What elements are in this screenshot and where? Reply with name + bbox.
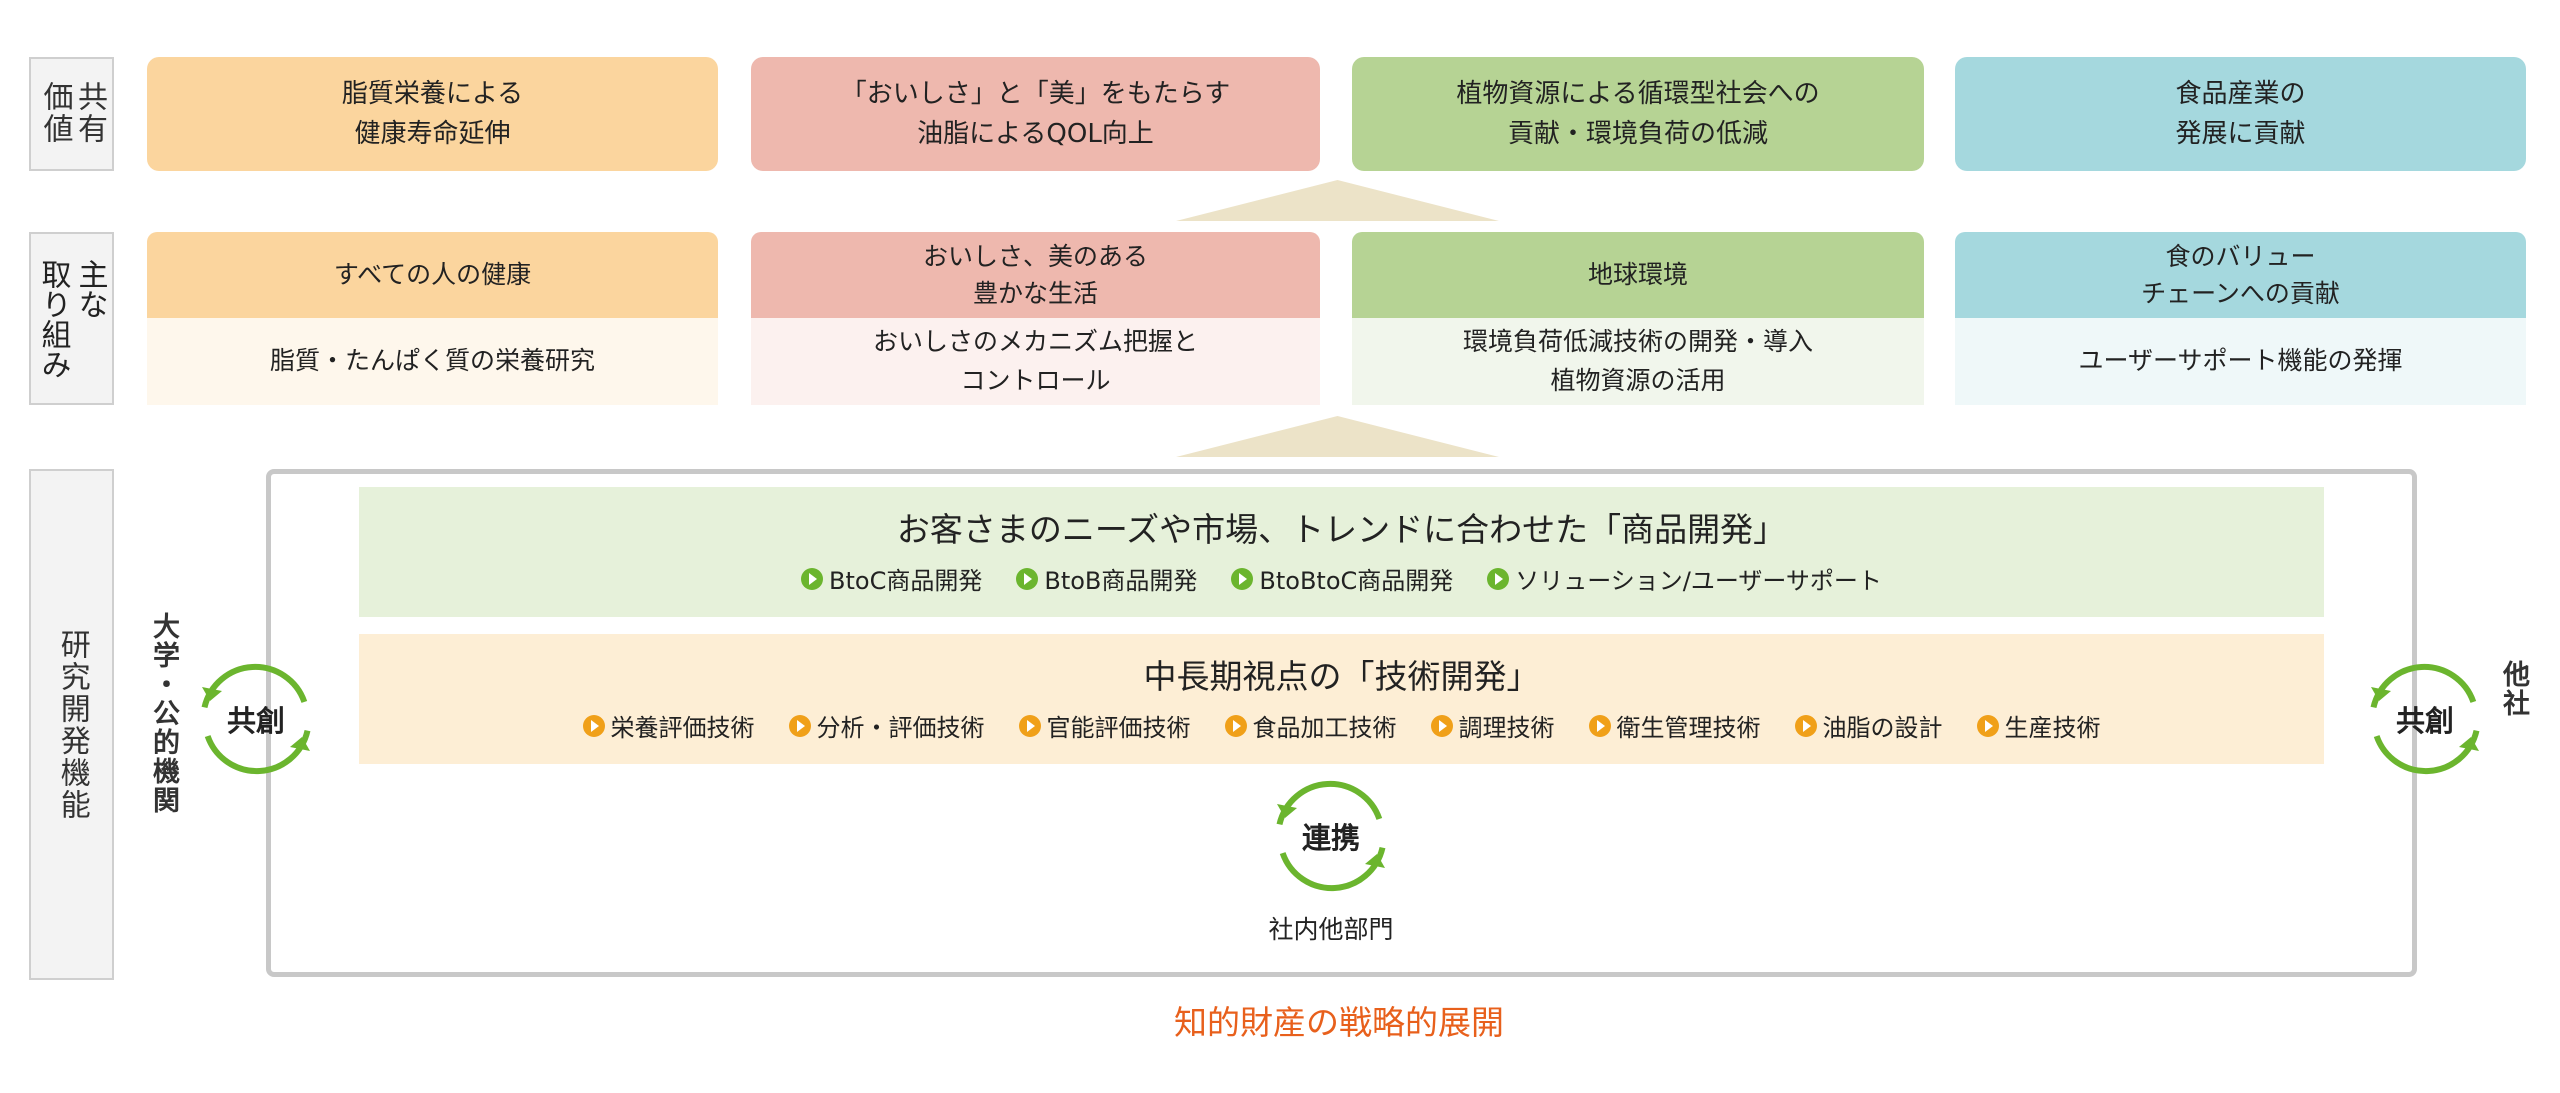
capability-label: 栄養評価技術 bbox=[610, 714, 755, 742]
capability-label: BtoC商品開発 bbox=[829, 567, 983, 595]
play-bullet-icon bbox=[582, 714, 605, 737]
capability-label: BtoB商品開発 bbox=[1044, 567, 1198, 595]
play-bullet-icon bbox=[1976, 714, 1999, 737]
cycle-arrows-icon bbox=[2370, 663, 2480, 775]
play-bullet-icon bbox=[788, 714, 811, 737]
partner-university: 大学・公的機関 bbox=[148, 612, 180, 815]
capability-label: 生産技術 bbox=[2004, 714, 2101, 742]
capability-label: ソリューション/ユーザーサポート bbox=[1515, 567, 1882, 595]
initiative-detail: ユーザーサポート機能の発揮 bbox=[1955, 318, 2526, 405]
capability-item: BtoB商品開発 bbox=[1016, 561, 1197, 596]
arrow-up-triangle bbox=[1176, 180, 1499, 221]
capability-item: BtoBtoC商品開発 bbox=[1231, 561, 1453, 596]
shared-value-card: 「おいしさ」と「美」をもたらす 油脂によるQOL向上 bbox=[751, 57, 1320, 171]
cycle-right: 共創 bbox=[2363, 657, 2487, 781]
capability-item: 油脂の設計 bbox=[1794, 708, 1943, 743]
play-bullet-icon bbox=[1016, 567, 1039, 590]
capability-item: 生産技術 bbox=[1976, 708, 2101, 743]
play-bullet-icon bbox=[801, 567, 824, 590]
cycle-arrows-icon bbox=[201, 663, 311, 775]
initiative-detail: 環境負荷低減技術の開発・導入 植物資源の活用 bbox=[1352, 318, 1924, 405]
play-bullet-icon bbox=[1487, 567, 1510, 590]
row-label-text: 主な bbox=[72, 258, 108, 319]
capability-item: 分析・評価技術 bbox=[788, 708, 985, 743]
play-bullet-icon bbox=[1018, 714, 1041, 737]
initiative-detail: 脂質・たんぱく質の栄養研究 bbox=[147, 318, 718, 405]
initiative-title: 地球環境 bbox=[1352, 232, 1924, 318]
play-bullet-icon bbox=[1588, 714, 1611, 737]
cycle-label: 連携 bbox=[1301, 821, 1360, 855]
capability-label: 調理技術 bbox=[1458, 714, 1555, 742]
row-label-text: 共有価値 bbox=[37, 81, 108, 145]
shared-value-text: 植物資源による循環型社会への 貢献・環境負荷の低減 bbox=[1456, 78, 1820, 149]
capability-label: BtoBtoC商品開発 bbox=[1259, 567, 1454, 595]
capability-item: 衛生管理技術 bbox=[1588, 708, 1761, 743]
initiative-title: 食のバリュー チェーンへの貢献 bbox=[1955, 232, 2526, 318]
shared-value-card: 食品産業の 発展に貢献 bbox=[1955, 57, 2526, 171]
row-label-text: 研究開発機能 bbox=[54, 628, 90, 821]
shared-value-text: 脂質栄養による 健康寿命延伸 bbox=[341, 78, 524, 149]
initiative-title: すべての人の健康 bbox=[147, 232, 718, 318]
row-label-shared-value: 共有価値 bbox=[29, 57, 114, 171]
initiative-card: おいしさ、美のある 豊かな生活おいしさのメカニズム把握と コントロール bbox=[751, 232, 1320, 405]
capability-item: 食品加工技術 bbox=[1224, 708, 1397, 743]
shared-value-text: 食品産業の 発展に貢献 bbox=[2175, 78, 2306, 149]
technology-development-title: 中長期視点の「技術開発」 bbox=[1143, 657, 1540, 696]
product-development-title: お客さまのニーズや市場、トレンドに合わせた「商品開発」 bbox=[896, 510, 1787, 549]
capability-label: 分析・評価技術 bbox=[816, 714, 985, 742]
capability-item: ソリューション/ユーザーサポート bbox=[1487, 561, 1882, 596]
row-label-initiatives: 主な取り組み bbox=[29, 232, 114, 405]
product-development-panel: お客さまのニーズや市場、トレンドに合わせた「商品開発」 BtoC商品開発 BtoB… bbox=[359, 487, 2324, 617]
ip-strategy-caption: 知的財産の戦略的展開 bbox=[1174, 1003, 1504, 1042]
shared-value-card: 植物資源による循環型社会への 貢献・環境負荷の低減 bbox=[1352, 57, 1924, 171]
shared-value-text: 「おいしさ」と「美」をもたらす 油脂によるQOL向上 bbox=[840, 78, 1231, 149]
capability-label: 衛生管理技術 bbox=[1616, 714, 1761, 742]
initiative-card: 食のバリュー チェーンへの貢献ユーザーサポート機能の発揮 bbox=[1955, 232, 2526, 405]
capability-label: 官能評価技術 bbox=[1046, 714, 1191, 742]
capability-item: BtoC商品開発 bbox=[801, 561, 982, 596]
cycle-label: 共創 bbox=[2395, 704, 2454, 738]
cycle-arrows-icon bbox=[1276, 780, 1386, 892]
initiative-card: 地球環境環境負荷低減技術の開発・導入 植物資源の活用 bbox=[1352, 232, 1924, 405]
capability-item: 官能評価技術 bbox=[1018, 708, 1191, 743]
shared-value-card: 脂質栄養による 健康寿命延伸 bbox=[147, 57, 718, 171]
initiative-card: すべての人の健康脂質・たんぱく質の栄養研究 bbox=[147, 232, 718, 405]
play-bullet-icon bbox=[1224, 714, 1247, 737]
initiative-detail: おいしさのメカニズム把握と コントロール bbox=[751, 318, 1320, 405]
capability-label: 食品加工技術 bbox=[1252, 714, 1397, 742]
cycle-left: 共創 bbox=[194, 657, 318, 781]
row-label-text: 取り組み bbox=[35, 258, 71, 379]
capability-item: 調理技術 bbox=[1430, 708, 1555, 743]
arrow-up-triangle bbox=[1176, 416, 1499, 457]
capability-label: 油脂の設計 bbox=[1822, 714, 1943, 742]
partner-internal-departments: 社内他部門 bbox=[1268, 915, 1394, 944]
cycle-center: 連携 bbox=[1269, 774, 1393, 898]
row-label-rnd: 研究開発機能 bbox=[29, 469, 114, 980]
play-bullet-icon bbox=[1794, 714, 1817, 737]
capability-item: 栄養評価技術 bbox=[582, 708, 755, 743]
technology-development-panel: 中長期視点の「技術開発」 栄養評価技術 分析・評価技術 官能評価技術 食品加工技術 調理… bbox=[359, 634, 2324, 764]
partner-other-companies: 他社 bbox=[2498, 660, 2530, 718]
play-bullet-icon bbox=[1430, 714, 1453, 737]
play-bullet-icon bbox=[1231, 567, 1254, 590]
initiative-title: おいしさ、美のある 豊かな生活 bbox=[751, 232, 1320, 318]
cycle-label: 共創 bbox=[226, 704, 285, 738]
